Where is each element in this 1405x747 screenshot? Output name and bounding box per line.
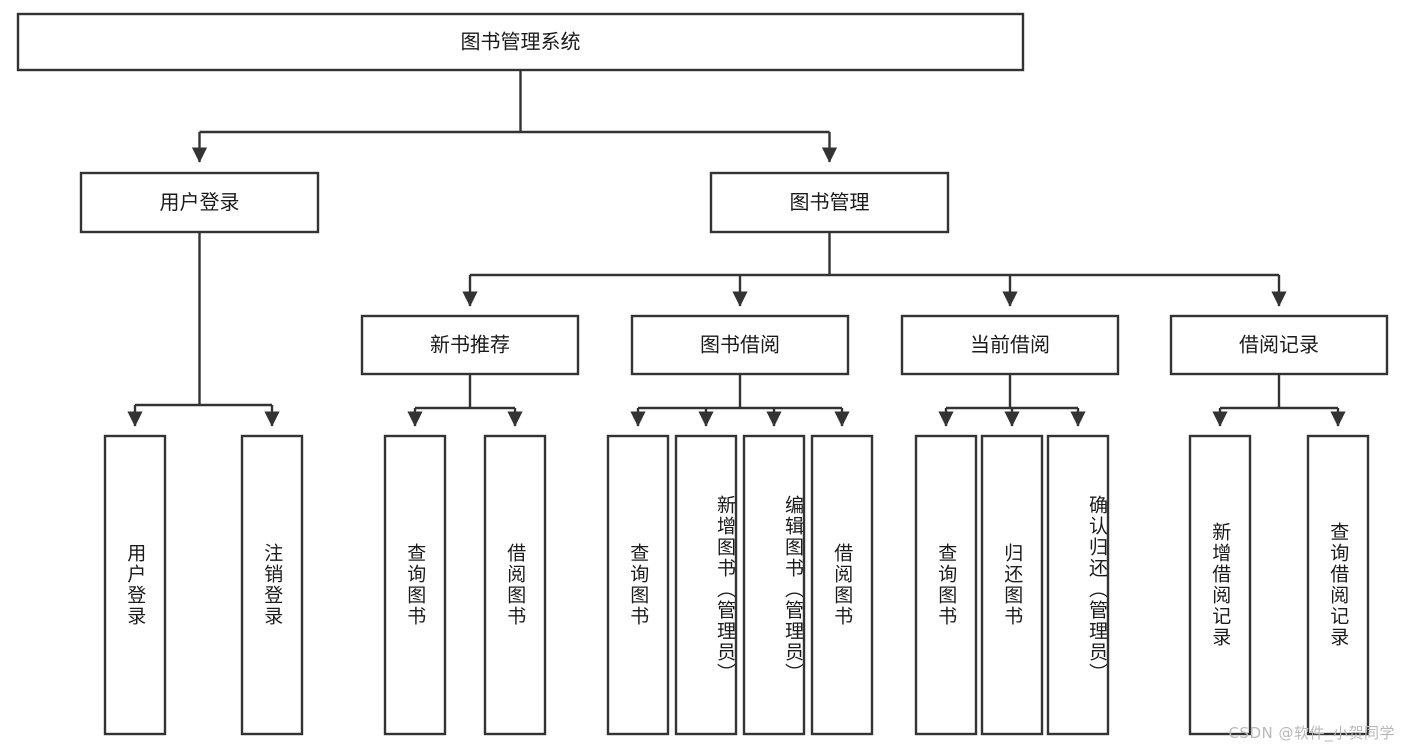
connector-new-book-recommend-to-leaves: [407, 374, 523, 427]
leaf-box-return-book[interactable]: [980, 434, 1044, 736]
leaf-box-confirm-return-admin[interactable]: [1046, 434, 1110, 736]
leaf-box-add-borrow-record[interactable]: [1188, 434, 1252, 736]
node-new-book-recommend-box: [360, 314, 580, 376]
node-user-login[interactable]: 用户登录: [79, 171, 320, 234]
leaf-box-borrow-book-recommend[interactable]: [483, 434, 547, 736]
node-book-borrow[interactable]: 图书借阅: [630, 314, 850, 376]
node-book-management-label: 图书管理: [790, 190, 870, 214]
node-user-login-box: [79, 171, 320, 234]
connector-book-management-to-level3: [462, 232, 1287, 307]
node-borrow-record[interactable]: 借阅记录: [1169, 314, 1389, 376]
leaf-box-query-book-recommend[interactable]: [383, 434, 447, 736]
connector-current-borrow-to-leaves: [938, 374, 1086, 427]
node-new-book-recommend[interactable]: 新书推荐: [360, 314, 580, 376]
leaf-nodes-group: [103, 434, 1370, 736]
leaf-box-user-login[interactable]: [103, 434, 167, 736]
node-current-borrow-box: [900, 314, 1120, 376]
node-root-label: 图书管理系统: [461, 30, 581, 54]
leaf-box-borrow-book[interactable]: [810, 434, 874, 736]
leaf-box-query-book-borrow[interactable]: [606, 434, 670, 736]
node-new-book-recommend-label: 新书推荐: [430, 333, 510, 357]
node-book-borrow-label: 图书借阅: [700, 333, 780, 357]
leaf-box-query-book-current[interactable]: [914, 434, 978, 736]
node-root-box: [16, 12, 1025, 72]
leaf-box-add-book-admin[interactable]: [674, 434, 738, 736]
connector-root-to-level2: [191, 70, 838, 163]
csdn-watermark: CSDN @软件_小贺同学: [1228, 724, 1395, 742]
leaf-box-logout[interactable]: [240, 434, 304, 736]
leaf-box-query-borrow-record[interactable]: [1306, 434, 1370, 736]
node-current-borrow[interactable]: 当前借阅: [900, 314, 1120, 376]
node-current-borrow-label: 当前借阅: [970, 333, 1050, 357]
node-book-management[interactable]: 图书管理: [709, 171, 950, 234]
node-borrow-record-label: 借阅记录: [1239, 333, 1319, 357]
leaf-box-edit-book-admin[interactable]: [742, 434, 806, 736]
node-user-login-label: 用户登录: [160, 190, 240, 214]
node-root[interactable]: 图书管理系统: [16, 12, 1025, 72]
connector-book-borrow-to-leaves: [630, 374, 850, 427]
connector-borrow-record-to-leaves: [1212, 374, 1346, 427]
connector-user-login-to-leaves: [127, 232, 280, 427]
